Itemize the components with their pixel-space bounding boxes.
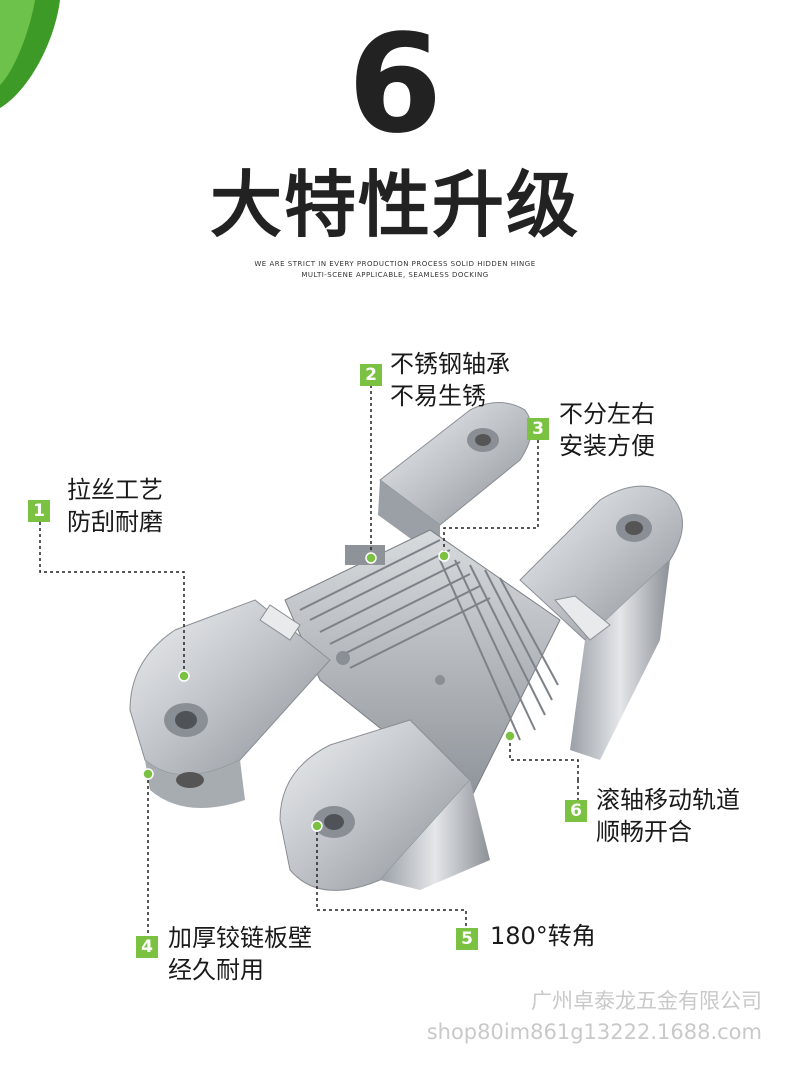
feature-6-line2: 顺畅开合 bbox=[596, 818, 692, 846]
feature-2-line2: 不易生锈 bbox=[390, 382, 486, 410]
watermark-company: 广州卓泰龙五金有限公司 bbox=[531, 989, 762, 1013]
feature-5: 180°转角 bbox=[490, 920, 596, 952]
callout-dots bbox=[142, 550, 516, 832]
feature-badge-1: 1 bbox=[28, 500, 50, 522]
page-title: 大特性升级 bbox=[209, 163, 580, 247]
feature-4-line2: 经久耐用 bbox=[168, 956, 264, 984]
leaf-decoration bbox=[0, 0, 60, 108]
feature-3-line2: 安装方便 bbox=[559, 432, 655, 460]
knuckle-stack bbox=[284, 529, 561, 801]
feature-badge-4: 4 bbox=[136, 936, 158, 958]
feature-badge-2: 2 bbox=[360, 364, 382, 386]
subtitle-line-1: WE ARE STRICT IN EVERY PRODUCTION PROCES… bbox=[254, 260, 536, 268]
subtitle-line-2: MULTI-SCENE APPLICABLE, SEAMLESS DOCKING bbox=[301, 271, 489, 279]
feature-1: 拉丝工艺 防刮耐磨 bbox=[67, 474, 163, 538]
upper-back-arm bbox=[378, 402, 532, 560]
feature-6: 滚轴移动轨道 顺畅开合 bbox=[596, 784, 740, 848]
feature-2-line1: 不锈钢轴承 bbox=[390, 350, 510, 378]
right-arm bbox=[519, 485, 683, 760]
feature-6-line1: 滚轴移动轨道 bbox=[596, 786, 740, 814]
feature-5-line1: 180°转角 bbox=[490, 922, 596, 950]
feature-3: 不分左右 安装方便 bbox=[559, 398, 655, 462]
feature-count: 6 bbox=[347, 6, 443, 164]
feature-2: 不锈钢轴承 不易生锈 bbox=[390, 348, 510, 412]
left-arm bbox=[129, 599, 331, 808]
feature-4: 加厚铰链板壁 经久耐用 bbox=[168, 922, 312, 986]
watermark-shop-url: shop80im861g13222.1688.com bbox=[426, 1020, 762, 1044]
lower-front-arm bbox=[279, 719, 490, 891]
feature-1-line2: 防刮耐磨 bbox=[67, 508, 163, 536]
callout-lines bbox=[39, 385, 579, 940]
feature-4-line1: 加厚铰链板壁 bbox=[168, 924, 312, 952]
feature-3-line1: 不分左右 bbox=[559, 400, 655, 428]
feature-badge-3: 3 bbox=[527, 418, 549, 440]
feature-badge-5: 5 bbox=[456, 928, 478, 950]
feature-1-line1: 拉丝工艺 bbox=[67, 476, 163, 504]
feature-badge-6: 6 bbox=[565, 800, 587, 822]
